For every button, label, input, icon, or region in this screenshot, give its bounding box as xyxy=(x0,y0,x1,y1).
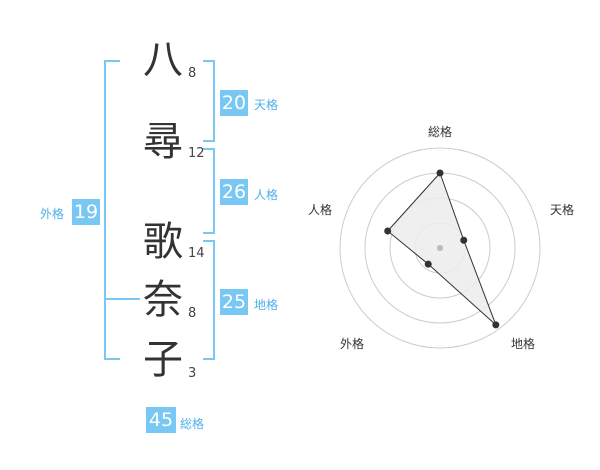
tenkaku-bracket xyxy=(203,60,215,142)
jinkaku-value: 26 xyxy=(220,179,248,205)
gaikaku-label: 外格 xyxy=(40,207,65,221)
tenkaku-value: 20 xyxy=(220,90,248,116)
jinkaku-label: 人格 xyxy=(254,188,279,202)
radar-center-dot xyxy=(437,245,443,251)
radar-label-gaikaku: 外格 xyxy=(340,337,365,351)
stroke-count-1: 8 xyxy=(188,66,197,81)
radar-label-tenkaku: 天格 xyxy=(550,203,575,217)
soukaku-value: 45 xyxy=(146,407,176,433)
name-char-1: 八 xyxy=(143,37,183,83)
stroke-count-3: 14 xyxy=(188,246,205,261)
tenkaku-label: 天格 xyxy=(254,98,279,112)
radar-point-4 xyxy=(424,260,432,268)
stroke-count-4: 8 xyxy=(188,306,197,321)
radar-points xyxy=(384,169,500,329)
radar-label-jinkaku: 人格 xyxy=(308,203,333,217)
name-char-5: 子 xyxy=(143,337,183,383)
gaikaku-connector xyxy=(104,298,140,300)
soukaku-label: 総格 xyxy=(180,417,205,431)
radar-grid-ring-4 xyxy=(339,147,541,349)
jinkaku-bracket xyxy=(203,148,215,234)
chikaku-value: 25 xyxy=(220,289,248,315)
name-char-4: 奈 xyxy=(143,277,183,323)
radar-point-2 xyxy=(460,236,468,244)
chikaku-label: 地格 xyxy=(254,298,279,312)
name-char-2: 尋 xyxy=(143,119,183,165)
name-char-3: 歌 xyxy=(143,219,183,265)
radar-point-5 xyxy=(384,227,392,235)
radar-label-chikaku: 地格 xyxy=(511,337,536,351)
stroke-count-5: 3 xyxy=(188,366,197,381)
radar-point-1 xyxy=(436,169,444,177)
radar-point-3 xyxy=(492,321,500,329)
stroke-count-2: 12 xyxy=(188,146,205,161)
gaikaku-value: 19 xyxy=(72,199,100,225)
radar-label-soukaku: 総格 xyxy=(428,125,453,139)
gaikaku-bracket xyxy=(104,60,120,360)
chikaku-bracket xyxy=(203,240,215,360)
